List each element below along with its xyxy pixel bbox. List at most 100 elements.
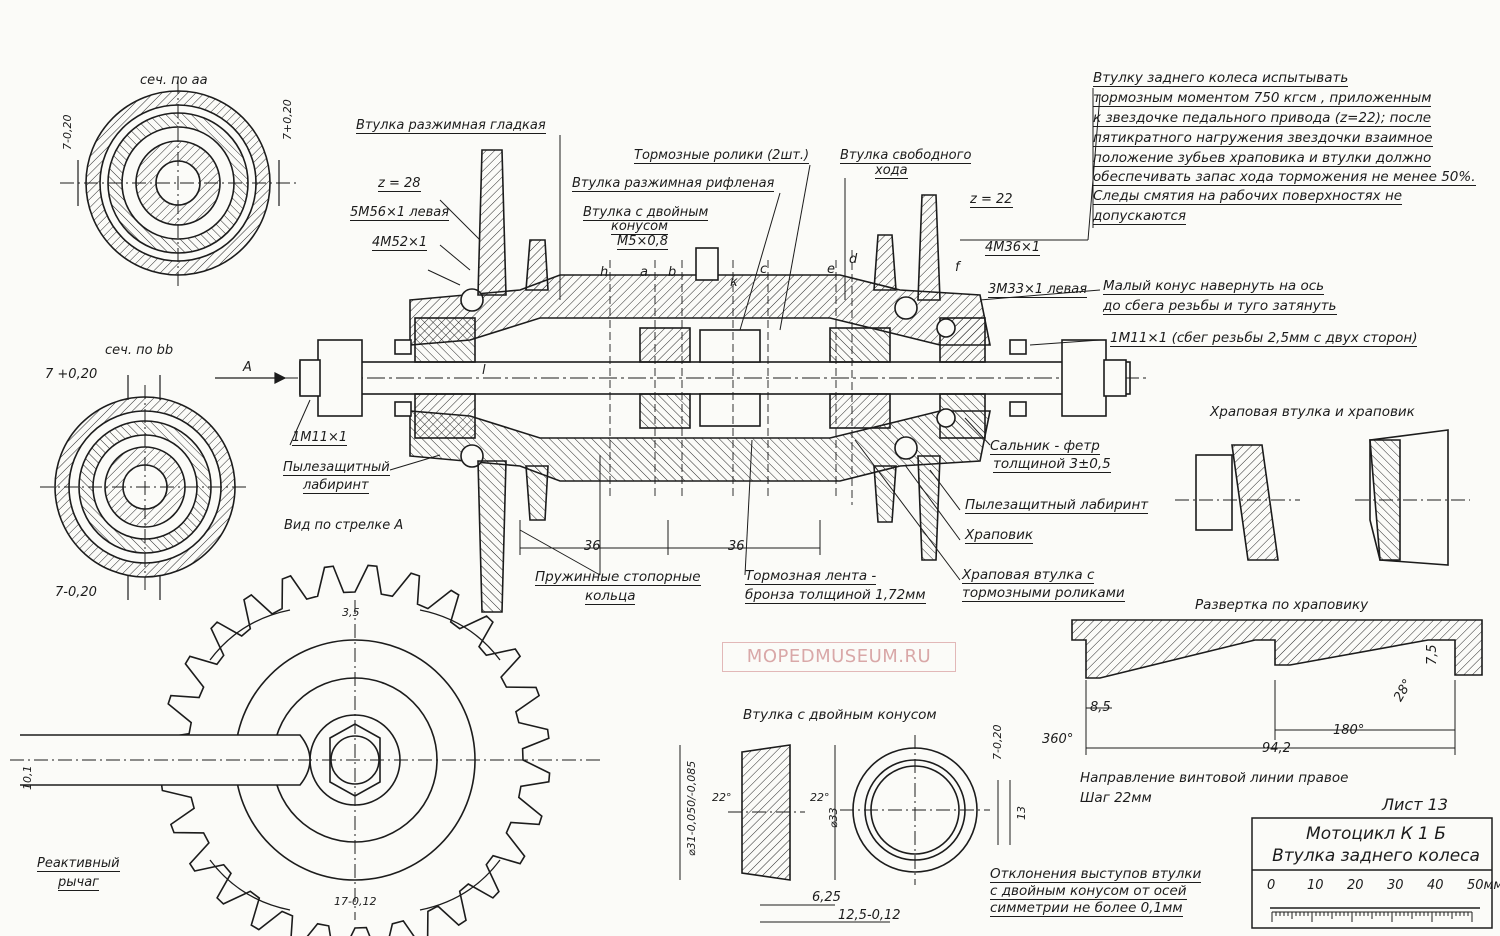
label-m52: 4М52×1 — [372, 235, 428, 251]
label-small-cone-2: до сбега резьбы и туго затянуть — [1103, 298, 1337, 315]
spec-note-line-5: положение зубьев храповика и втулки долж… — [1093, 150, 1432, 167]
hub-section-drawing — [280, 149, 1150, 613]
label-cone-note-3: симметрии не более 0,1мм — [990, 900, 1183, 917]
ratchet-unfolding-drawing — [1071, 619, 1483, 755]
section-aa-title: сеч. по аа — [140, 73, 208, 88]
dim-3-5: 3,5 — [342, 606, 360, 619]
section-cut-lines — [609, 250, 853, 505]
dim-17: 17-0,12 — [334, 895, 377, 908]
label-m56: 5М56×1 левая — [350, 205, 450, 221]
watermark: MOPEDMUSEUM.RU — [722, 642, 956, 672]
dim-360: 360° — [1042, 732, 1074, 747]
label-smooth-sleeve: Втулка разжимная гладкая — [356, 118, 546, 134]
label-unfold-title: Развертка по храповику — [1195, 597, 1369, 613]
label-dust-left-2: лабиринт — [303, 478, 369, 494]
label-double-cone-2: конусом — [611, 219, 668, 235]
section-letter-a: a — [640, 265, 648, 280]
label-helix: Направление винтовой линии правое — [1080, 770, 1349, 786]
label-spring-rings-2: кольца — [585, 588, 636, 605]
scale-ruler — [1271, 911, 1473, 922]
label-reaction-lever-1: Реактивный — [37, 856, 120, 872]
spec-note-line-3: к звездочке педального привода (z=22); п… — [1093, 110, 1432, 127]
label-brake-rollers: Тормозные ролики (2шт.) — [634, 148, 810, 164]
label-ratchet-sleeve-1: Храповая втулка с — [962, 567, 1095, 584]
dim-180: 180° — [1333, 723, 1365, 738]
label-pitch: Шаг 22мм — [1080, 790, 1152, 806]
section-letter-l: l — [482, 363, 486, 378]
dim-7-5: 7,5 — [1425, 644, 1440, 665]
section-bb-dim-bottom: 7-0,20 — [55, 585, 97, 600]
label-z28: z = 28 — [378, 176, 421, 192]
dim-36-left: 36 — [584, 539, 601, 554]
label-ratchet-view-title: Храповая втулка и храповик — [1210, 404, 1415, 420]
title-block-frame — [1251, 817, 1493, 929]
title-line-1: Мотоцикл К 1 Б — [1306, 824, 1446, 844]
label-ratchet: Храповик — [965, 527, 1034, 544]
spec-note-line-2: тормозным моментом 750 кгсм , приложенны… — [1093, 90, 1432, 107]
dim-10-1: 10,1 — [21, 765, 34, 791]
label-seal-1: Сальник - фетр — [990, 438, 1100, 455]
dim-94-2: 94,2 — [1262, 741, 1291, 756]
scale-label: 0 — [1267, 878, 1276, 893]
label-ribbed-sleeve: Втулка разжимная рифленая — [572, 176, 775, 192]
dim-6-25: 6,25 — [812, 890, 841, 905]
label-m36: 4М36×1 — [985, 240, 1041, 256]
dim-31: ⌀31-0,050/-0,085 — [685, 760, 698, 856]
label-reaction-lever-2: рычаг — [58, 875, 99, 891]
label-free-sleeve-2: хода — [875, 163, 908, 179]
scale-label: 30 — [1387, 878, 1404, 893]
scale-label: 10 — [1307, 878, 1324, 893]
section-letter-e: e — [827, 262, 835, 277]
dim-36-right: 36 — [728, 539, 745, 554]
sprocket-view-drawing — [10, 564, 600, 936]
label-double-cone-title: Втулка с двойным конусом — [743, 707, 937, 723]
dim-8-5: 8,5 — [1090, 700, 1111, 715]
dim-33: ⌀33 — [827, 807, 840, 828]
spec-note-line-8: допускаются — [1093, 208, 1187, 225]
dim-22-left: 22° — [712, 791, 732, 804]
label-small-cone-1: Малый конус навернуть на ось — [1103, 278, 1325, 295]
title-line-2: Втулка заднего колеса — [1272, 846, 1480, 866]
section-letter-h: h — [600, 265, 609, 280]
label-brake-band-2: бронза толщиной 1,72мм — [745, 587, 926, 604]
section-letter-d: d — [849, 252, 858, 267]
label-m33: 3М33×1 левая — [988, 282, 1088, 298]
section-bb-title: сеч. по bb — [105, 343, 174, 358]
spec-note-line-7: Следы смятия на рабочих поверхностях не — [1093, 188, 1403, 205]
double-cone-drawing — [679, 735, 1011, 923]
section-aa-dim-right: 7+0,20 — [281, 99, 294, 140]
section-letter-k: к — [730, 275, 738, 290]
section-letter-c: c — [760, 262, 768, 277]
label-arrow-a: А — [243, 360, 252, 375]
sheet-number: Лист 13 — [1382, 795, 1448, 814]
scale-label: 40 — [1427, 878, 1444, 893]
section-aa-drawing — [60, 80, 298, 290]
label-m5: М5×0,8 — [617, 234, 669, 250]
dim-22-right: 22° — [810, 791, 830, 804]
view-arrow-a — [215, 372, 287, 384]
dim-12-5: 12,5-0,12 — [838, 908, 901, 923]
label-ratchet-sleeve-2: тормозными роликами — [962, 585, 1125, 602]
ratchet-parts-drawing — [1175, 429, 1470, 566]
spec-note-line-6: обеспечивать запас хода торможения не ме… — [1093, 169, 1476, 186]
dim-13: 13 — [1015, 806, 1028, 820]
section-aa-dim-left: 7-0,20 — [61, 114, 74, 150]
dim-7-cone: 7-0,20 — [991, 724, 1004, 760]
section-bb-dim-top: 7 +0,20 — [45, 367, 98, 382]
leader-lines — [289, 94, 1101, 581]
label-double-cone-1: Втулка с двойным — [583, 205, 709, 221]
spec-note-line-4: пятикратного нагружения звездочки взаимн… — [1093, 130, 1433, 147]
label-m11-left: 1М11×1 — [292, 430, 348, 446]
label-spring-rings-1: Пружинные стопорные — [535, 569, 701, 586]
section-bb-drawing — [40, 375, 250, 600]
dimension-36-lines — [519, 520, 821, 555]
label-m11-right: 1М11×1 (сбег резьбы 2,5мм с двух сторон) — [1110, 330, 1418, 347]
scale-label: 20 — [1347, 878, 1364, 893]
label-dust-left-1: Пылезащитный — [283, 460, 390, 476]
label-cone-note-1: Отклонения выступов втулки — [990, 866, 1202, 883]
label-dust-right: Пылезащитный лабиринт — [965, 497, 1149, 514]
label-seal-2: толщиной 3±0,5 — [993, 456, 1111, 473]
label-free-sleeve-1: Втулка свободного — [840, 148, 972, 164]
